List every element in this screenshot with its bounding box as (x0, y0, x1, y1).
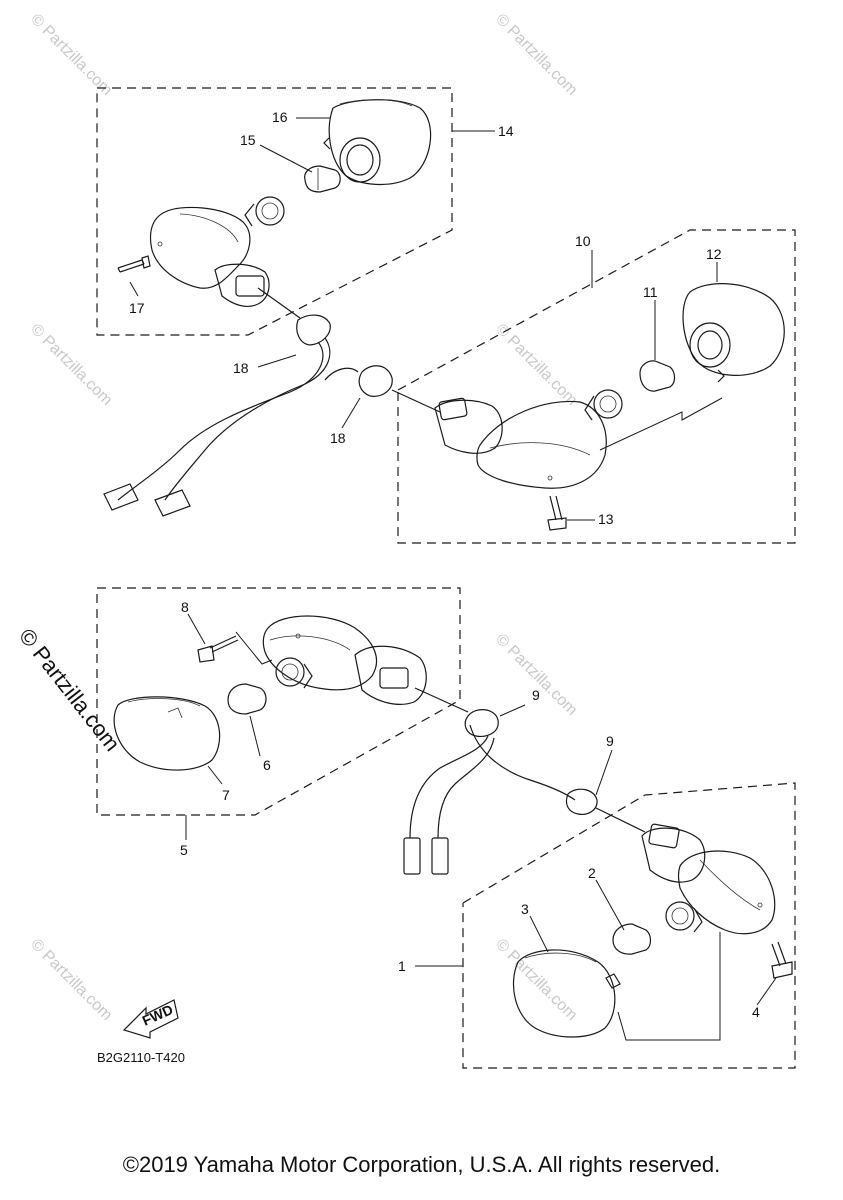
watermark-side: © Partzilla.com (14, 624, 125, 756)
callout-12: 12 (706, 246, 722, 262)
callout-4: 4 (752, 1004, 760, 1020)
watermark-small: © Partzilla.com (492, 321, 580, 409)
diagram-code: B2G2110-T420 (97, 1050, 185, 1065)
callout-11: 11 (643, 284, 658, 300)
watermark-small: © Partzilla.com (27, 321, 115, 409)
copyright-notice: ©2019 Yamaha Motor Corporation, U.S.A. A… (122, 1152, 721, 1177)
callout-9b: 9 (606, 733, 614, 749)
assembly-14 (96, 87, 495, 336)
watermark-small: © Partzilla.com (492, 11, 580, 99)
watermark-small: © Partzilla.com (27, 936, 115, 1024)
callout-1: 1 (398, 958, 406, 974)
watermarks: © Partzilla.com © Partzilla.com © Partzi… (14, 11, 580, 1024)
assembly-5 (96, 587, 469, 840)
callout-15: 15 (240, 132, 256, 148)
callout-8: 8 (181, 599, 189, 615)
callout-9a: 9 (532, 687, 540, 703)
callout-3: 3 (521, 901, 529, 917)
callout-13: 13 (598, 511, 614, 527)
callout-6: 6 (263, 757, 271, 773)
fwd-label: FWD (140, 1001, 176, 1029)
watermark-small: © Partzilla.com (27, 11, 115, 99)
callout-2: 2 (588, 865, 596, 881)
callout-10: 10 (575, 233, 591, 249)
fwd-arrow-icon: FWD (122, 999, 179, 1039)
watermark-small: © Partzilla.com (492, 631, 580, 719)
watermark-small: © Partzilla.com (492, 936, 580, 1024)
callouts: 1 2 3 4 5 6 7 8 9 9 10 11 12 13 14 15 16… (129, 109, 760, 1020)
callout-18b: 18 (330, 430, 346, 446)
callout-18a: 18 (233, 360, 249, 376)
callout-14: 14 (498, 123, 514, 139)
assembly-1 (415, 782, 796, 1069)
callout-5: 5 (180, 842, 188, 858)
assembly-10 (397, 229, 796, 544)
callout-16: 16 (272, 109, 288, 125)
callout-7: 7 (222, 787, 230, 803)
wiring-lower (403, 704, 646, 875)
callout-17: 17 (129, 300, 145, 316)
wiring-upper (103, 314, 441, 517)
